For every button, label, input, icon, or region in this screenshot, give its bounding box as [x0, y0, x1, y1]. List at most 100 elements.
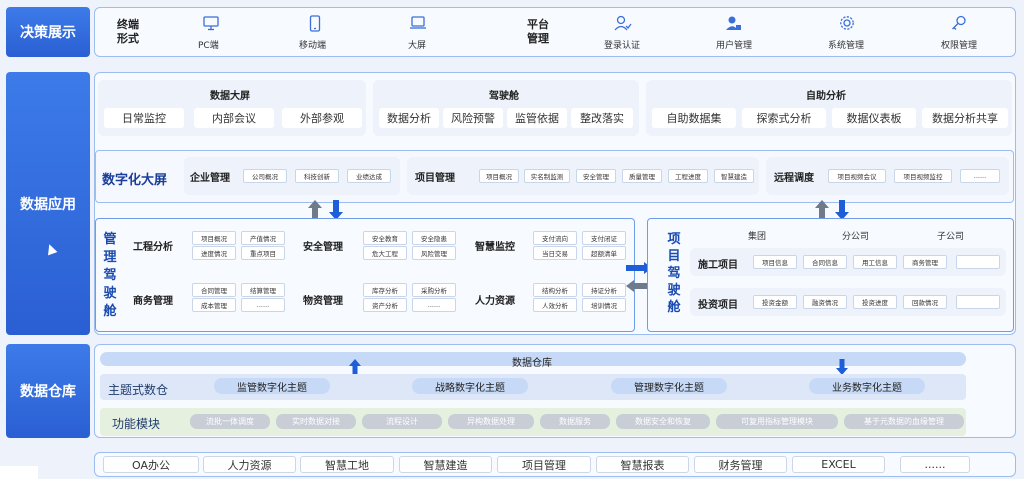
digital-screen-title: 数字化大屏	[102, 173, 168, 188]
mgmt-chip[interactable]: 合同管理	[192, 283, 236, 297]
project-header: 集团	[748, 232, 767, 242]
mgmt-chip[interactable]: 培训情况	[582, 298, 626, 312]
group-cockpit-item[interactable]: 整改落实	[571, 108, 633, 128]
function-label: 功能模块	[112, 417, 161, 431]
group-self-analysis-item[interactable]: 数据仪表板	[832, 108, 916, 128]
function-chip[interactable]: 异构数据处理	[448, 414, 534, 429]
theme-pill[interactable]: 战略数字化主题	[412, 378, 528, 394]
theme-pill[interactable]: 管理数字化主题	[611, 378, 727, 394]
source-system-chip[interactable]: 智慧建造	[399, 456, 492, 473]
function-chip[interactable]: 数据安全和恢复	[616, 414, 710, 429]
mgmt-chip[interactable]: 项目概况	[192, 231, 236, 245]
project-chip[interactable]: 安全管理	[576, 169, 616, 183]
project-chip[interactable]: 智慧建造	[714, 169, 754, 183]
function-chip[interactable]: 流程设计	[362, 414, 442, 429]
group-self-analysis-item[interactable]: 数据分析共享	[922, 108, 1008, 128]
mgmt-chip[interactable]: 危大工程	[363, 246, 407, 260]
remote-chip[interactable]: 项目视频会议	[828, 169, 886, 183]
mgmt-chip[interactable]: 安全隐患	[412, 231, 456, 245]
source-system-chip[interactable]: 智慧报表	[596, 456, 689, 473]
source-system-chip[interactable]: 智慧工地	[300, 456, 394, 473]
mgmt-chip[interactable]: 进度情况	[192, 246, 236, 260]
group-data-screen-item[interactable]: 日常监控	[104, 108, 184, 128]
mobile-icon	[309, 15, 321, 35]
project-cockpit-title: 项目驾驶舱	[667, 232, 681, 315]
source-system-chip[interactable]: 人力资源	[203, 456, 296, 473]
project-row-chip[interactable]: 合同信息	[803, 255, 847, 269]
project-header: 子公司	[937, 232, 965, 242]
mgmt-chip[interactable]: 采购分析	[412, 283, 456, 297]
project-row-chip[interactable]: 用工信息	[853, 255, 897, 269]
mgmt-chip[interactable]: ......	[412, 298, 456, 312]
function-chip[interactable]: 可复用指标管理模块	[716, 414, 838, 429]
source-system-chip[interactable]: EXCEL	[792, 456, 885, 473]
remote-chip[interactable]: 项目视频监控	[894, 169, 952, 183]
group-self-analysis-item[interactable]: 自助数据集	[652, 108, 736, 128]
user-check-icon	[614, 15, 632, 34]
mgmt-chip[interactable]: 安全教育	[363, 231, 407, 245]
mgmt-chip[interactable]: 当日交易	[533, 246, 577, 260]
project-row-chip[interactable]: 回款情况	[903, 295, 947, 309]
mgmt-chip[interactable]: 资产分析	[363, 298, 407, 312]
logo-fragment	[0, 466, 38, 479]
mgmt-chip[interactable]: 超额清单	[582, 246, 626, 260]
function-chip[interactable]: 基于元数据的血缘管理	[844, 414, 964, 429]
source-system-chip[interactable]: ......	[900, 456, 970, 473]
arrow-down-left	[329, 200, 343, 220]
section-decision: 决策展示	[6, 7, 90, 57]
mgmt-chip[interactable]: 支付闭证	[582, 231, 626, 245]
enterprise-chip[interactable]: 业绩达成	[347, 169, 391, 183]
source-system-chip[interactable]: OA办公	[103, 456, 199, 473]
remote-chip[interactable]: ......	[960, 169, 1000, 183]
function-chip[interactable]: 实时数据对接	[276, 414, 356, 429]
group-cockpit-item[interactable]: 风险预警	[443, 108, 503, 128]
system-mgmt-label: 系统管理	[828, 41, 865, 51]
mgmt-chip[interactable]: 重点项目	[241, 246, 285, 260]
terminal-mobile-label: 移动端	[299, 41, 327, 51]
theme-pill[interactable]: 监管数字化主题	[214, 378, 330, 394]
group-cockpit-item[interactable]: 监管依据	[507, 108, 567, 128]
project-row-chip[interactable]: 商务管理	[903, 255, 947, 269]
warehouse-header: 数据仓库	[512, 358, 552, 369]
project-row-chip[interactable]: 投资进度	[853, 295, 897, 309]
group-data-screen-item[interactable]: 内部会议	[194, 108, 274, 128]
project-chip[interactable]: 质量管理	[622, 169, 662, 183]
project-row-chip[interactable]: 项目信息	[753, 255, 797, 269]
source-system-chip[interactable]: 财务管理	[694, 456, 787, 473]
mgmt-chip[interactable]: 成本管理	[192, 298, 236, 312]
key-icon	[951, 15, 967, 34]
project-row-chip[interactable]	[956, 255, 1000, 269]
enterprise-chip[interactable]: 公司概况	[243, 169, 287, 183]
project-chip[interactable]: 实名制监测	[524, 169, 570, 183]
group-self-analysis-item[interactable]: 探索式分析	[742, 108, 826, 128]
mgmt-chip[interactable]: 结构分析	[533, 283, 577, 297]
source-system-chip[interactable]: 项目管理	[497, 456, 591, 473]
arrow-left	[626, 280, 652, 292]
mgmt-chip[interactable]: 持证分析	[582, 283, 626, 297]
mgmt-group-label: 安全管理	[303, 242, 343, 253]
function-chip[interactable]: 数据服务	[540, 414, 610, 429]
warehouse-header-bar	[100, 352, 966, 366]
mgmt-chip[interactable]: 人效分析	[533, 298, 577, 312]
mgmt-chip[interactable]: 产值情况	[241, 231, 285, 245]
project-row-chip[interactable]	[956, 295, 1000, 309]
mgmt-chip[interactable]: 库存分析	[363, 283, 407, 297]
enterprise-chip[interactable]: 科技创新	[295, 169, 339, 183]
mgmt-chip[interactable]: 结算管理	[241, 283, 285, 297]
project-row-chip[interactable]: 融资情况	[803, 295, 847, 309]
project-chip[interactable]: 项目概况	[479, 169, 519, 183]
laptop-icon	[409, 16, 427, 33]
mgmt-chip[interactable]: 风险管理	[412, 246, 456, 260]
group-data-screen-item[interactable]: 外部参观	[282, 108, 362, 128]
terminal-screen-label: 大屏	[408, 41, 427, 51]
group-cockpit: 驾驶舱 数据分析 风险预警 监管依据 整改落实	[373, 80, 639, 136]
project-row-chip[interactable]: 投资金额	[753, 295, 797, 309]
theme-pill[interactable]: 业务数字化主题	[809, 378, 925, 394]
group-cockpit-item[interactable]: 数据分析	[379, 108, 439, 128]
mgmt-chip[interactable]: 支付流向	[533, 231, 577, 245]
permission-mgmt-label: 权限管理	[941, 41, 978, 51]
project-chip[interactable]: 工程进度	[668, 169, 708, 183]
function-chip[interactable]: 流批一体调度	[190, 414, 270, 429]
section-decision-label: 决策展示	[20, 25, 76, 41]
mgmt-chip[interactable]: ......	[241, 298, 285, 312]
